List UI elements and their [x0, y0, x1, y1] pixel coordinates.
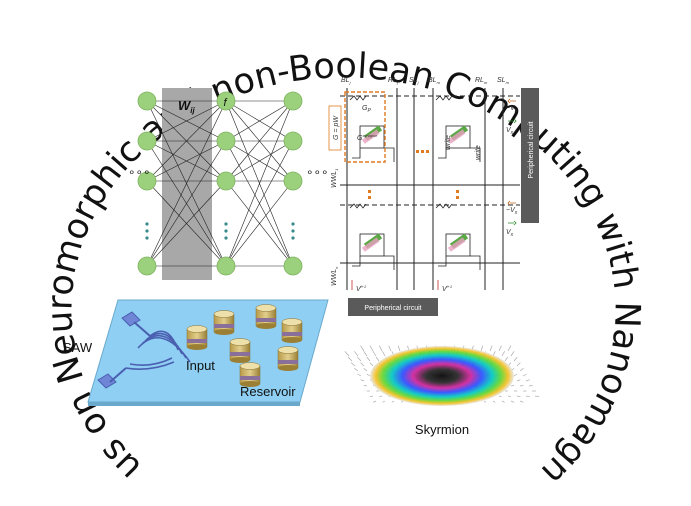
- column-label: BLm: [428, 77, 441, 85]
- reservoir-panel: SAW Input Reservoir: [63, 299, 329, 406]
- g-p-label: GP: [362, 105, 371, 114]
- weight-label: Wij: [178, 98, 196, 115]
- input-label: Input: [186, 358, 215, 373]
- column-label: SLm: [497, 77, 510, 85]
- network-node: [137, 256, 157, 276]
- saw-transducer: [97, 311, 191, 389]
- network-node: [137, 131, 157, 151]
- network-node: [283, 131, 303, 151]
- row-label-wwl1: WWL1: [331, 169, 339, 188]
- svg-text:−Vx: −Vx: [506, 105, 518, 114]
- conductance-equation: G = pW: [328, 105, 342, 151]
- pillar: [229, 338, 251, 363]
- network-connections: [146, 100, 294, 267]
- row-label-wwln: WWLn: [331, 266, 339, 286]
- network-node: [216, 91, 236, 111]
- peripheral-side-label: Peripherical circuit: [528, 121, 535, 178]
- network-node: [216, 131, 236, 151]
- vertical-ellipsis-dots: [145, 222, 295, 240]
- pillar: [186, 325, 208, 350]
- activation-label: f: [223, 97, 227, 109]
- reservoir-pillars: [186, 304, 303, 387]
- column-label: BLj: [341, 77, 351, 85]
- crossbar-cells: [349, 95, 481, 270]
- crossbar-cell: [435, 203, 481, 270]
- neural-network-diagram: Wij f ∘∘∘ ∘∘∘: [128, 88, 329, 280]
- svg-text:Vx: Vx: [506, 229, 514, 238]
- column-label: SLj: [409, 77, 419, 85]
- svg-text:Vx: Vx: [506, 127, 514, 136]
- right-voltage-labels: −Vx Vx −Vx Vx: [506, 98, 518, 238]
- network-node: [283, 171, 303, 191]
- network-node: [216, 256, 236, 276]
- network-node: [137, 91, 157, 111]
- ellipsis-left: ∘∘∘: [128, 165, 151, 179]
- svg-text:Vl+1: Vl+1: [442, 284, 452, 293]
- skyrmion-panel: Skyrmion: [344, 345, 540, 437]
- orange-ellipsis: [368, 150, 459, 199]
- synapse-label: Gsynapse: [357, 133, 378, 142]
- crossbar-cell: [435, 95, 481, 162]
- pillar: [281, 318, 303, 343]
- pillar: [239, 362, 261, 387]
- column-label: RLj: [388, 77, 398, 85]
- peripheral-circuit-side: [521, 88, 539, 223]
- write-label-2: write: [475, 145, 482, 160]
- saw-label: SAW: [63, 340, 93, 355]
- peripheral-bottom-label: Peripherical circuit: [364, 305, 421, 312]
- peripheral-circuit-bottom: [348, 298, 438, 316]
- network-nodes: [137, 91, 303, 276]
- crossbar-cell: [349, 203, 395, 270]
- network-node: [137, 171, 157, 191]
- network-node: [216, 171, 236, 191]
- reservoir-label: Reservoir: [240, 384, 296, 399]
- svg-text:−Vx: −Vx: [506, 207, 518, 216]
- column-label: RLm: [475, 77, 488, 85]
- crossbar-cell: [349, 95, 395, 162]
- ellipsis-right: ∘∘∘: [306, 165, 329, 179]
- selected-cell-highlight: [344, 91, 386, 163]
- skyrmion-core: [370, 346, 514, 406]
- title-arc: Focus on Neuromorphic and non-Boolean Co…: [0, 0, 647, 493]
- svg-text:G = pW: G = pW: [333, 115, 340, 140]
- write-label-1: write: [445, 135, 452, 150]
- crossbar-horizontal-wires: [340, 95, 520, 264]
- pillar: [213, 310, 235, 335]
- skyrmion-label: Skyrmion: [415, 422, 469, 437]
- crossbar-circuit: BLj RLj SLj BLm RLm SLm GP Gsynapse G = pW: [328, 77, 539, 316]
- pillar: [255, 304, 277, 329]
- pillar: [277, 346, 299, 371]
- svg-text:Vl+1: Vl+1: [356, 284, 366, 293]
- crossbar-vertical-wires: [346, 88, 504, 290]
- crossbar-column-labels: BLj RLj SLj BLm RLm SLm: [341, 77, 510, 85]
- bottom-voltage-labels: Vl+1 Vl+1: [351, 280, 452, 293]
- network-node: [283, 256, 303, 276]
- network-node: [283, 91, 303, 111]
